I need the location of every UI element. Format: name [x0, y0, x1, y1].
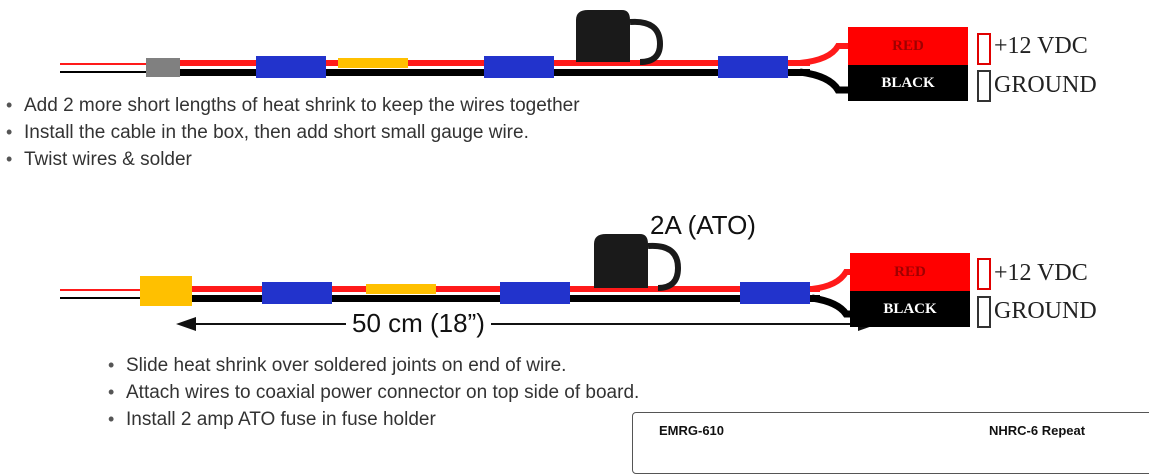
bottom-cable-black: [150, 295, 820, 302]
bottom-steps-list: Slide heat shrink over soldered joints o…: [106, 352, 639, 433]
bottom-connector-red: RED: [850, 253, 970, 291]
top-heat-shrink-yellow: [338, 58, 408, 68]
bottom-connector-black-label: BLACK: [883, 300, 937, 317]
bottom-heat-shrink-blue-3: [740, 282, 810, 304]
bottom-pin-ground: [977, 296, 991, 328]
doc-right-text: NHRC-6 Repeat: [989, 423, 1086, 438]
top-positive-label: +12 VDC: [994, 33, 1088, 59]
fuse-rating-label: 2A (ATO): [650, 210, 756, 240]
top-split-black: [799, 68, 850, 94]
doc-left-text: EMRG-610: [659, 423, 725, 438]
top-step-1: Add 2 more short lengths of heat shrink …: [4, 92, 580, 119]
bottom-pin-positive: [977, 258, 991, 290]
top-step-3: Twist wires & solder: [4, 146, 580, 173]
bottom-fuse-holder: [594, 234, 648, 288]
bottom-heat-shrink-blue-2: [500, 282, 570, 304]
bottom-heat-shrink-yellow: [366, 284, 436, 294]
bottom-cable-red: [150, 286, 820, 292]
top-heat-shrink-gray: [146, 58, 180, 77]
top-connector-red: RED: [848, 27, 968, 65]
top-connector-red-label: RED: [892, 37, 924, 54]
top-heat-shrink-blue-3: [718, 56, 788, 78]
bottom-heat-shrink-blue-1: [262, 282, 332, 304]
top-steps-list: Add 2 more short lengths of heat shrink …: [4, 92, 580, 173]
top-fuse-holder: [576, 10, 630, 62]
top-fuse-clip: [629, 18, 664, 65]
bottom-split-black: [811, 294, 852, 318]
top-cable-red: [150, 60, 810, 66]
top-pin-positive: [977, 33, 991, 65]
top-heat-shrink-blue-2: [484, 56, 554, 78]
top-split-red: [799, 43, 850, 66]
top-cable-black: [150, 69, 810, 76]
top-connector-black: BLACK: [848, 65, 968, 101]
bottom-split-red: [811, 269, 852, 292]
bottom-heat-shrink-yellow-end: [140, 276, 192, 306]
top-heat-shrink-blue-1: [256, 56, 326, 78]
dimension-arrow-left: [176, 317, 196, 331]
bottom-fuse-clip: [647, 242, 682, 291]
top-ground-label: GROUND: [994, 72, 1097, 98]
bottom-step-2: Attach wires to coaxial power connector …: [106, 379, 639, 406]
top-pin-ground: [977, 70, 991, 102]
top-connector-black-label: BLACK: [881, 74, 935, 91]
top-step-2: Install the cable in the box, then add s…: [4, 119, 580, 146]
bottom-connector-red-label: RED: [894, 263, 926, 280]
bottom-positive-label: +12 VDC: [994, 260, 1088, 286]
length-label: 50 cm (18”): [346, 308, 491, 339]
bottom-step-1: Slide heat shrink over soldered joints o…: [106, 352, 639, 379]
bottom-cable-drawing: [60, 234, 878, 331]
bottom-connector-black: BLACK: [850, 291, 970, 327]
top-cable-drawing: [60, 10, 850, 94]
document-preview-box: EMRG-610 NHRC-6 Repeat: [632, 412, 1149, 474]
bottom-step-3: Install 2 amp ATO fuse in fuse holder: [106, 406, 639, 433]
bottom-ground-label: GROUND: [994, 298, 1097, 324]
